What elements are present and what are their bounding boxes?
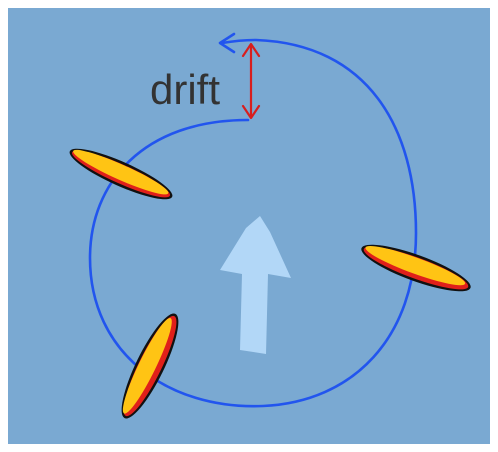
diagram-panel: drift bbox=[8, 8, 490, 444]
orbit-arrowhead-icon bbox=[218, 32, 236, 54]
blade-lower-left-icon bbox=[121, 313, 179, 419]
drift-label: drift bbox=[150, 66, 220, 113]
drift-double-arrow-icon bbox=[241, 42, 261, 120]
spiral-drift-diagram: drift bbox=[8, 8, 490, 444]
blade-right-icon bbox=[361, 244, 471, 292]
blade-upper-left-icon bbox=[69, 148, 173, 200]
direction-arrow-icon bbox=[220, 216, 291, 354]
orbit-path-icon bbox=[88, 38, 418, 408]
